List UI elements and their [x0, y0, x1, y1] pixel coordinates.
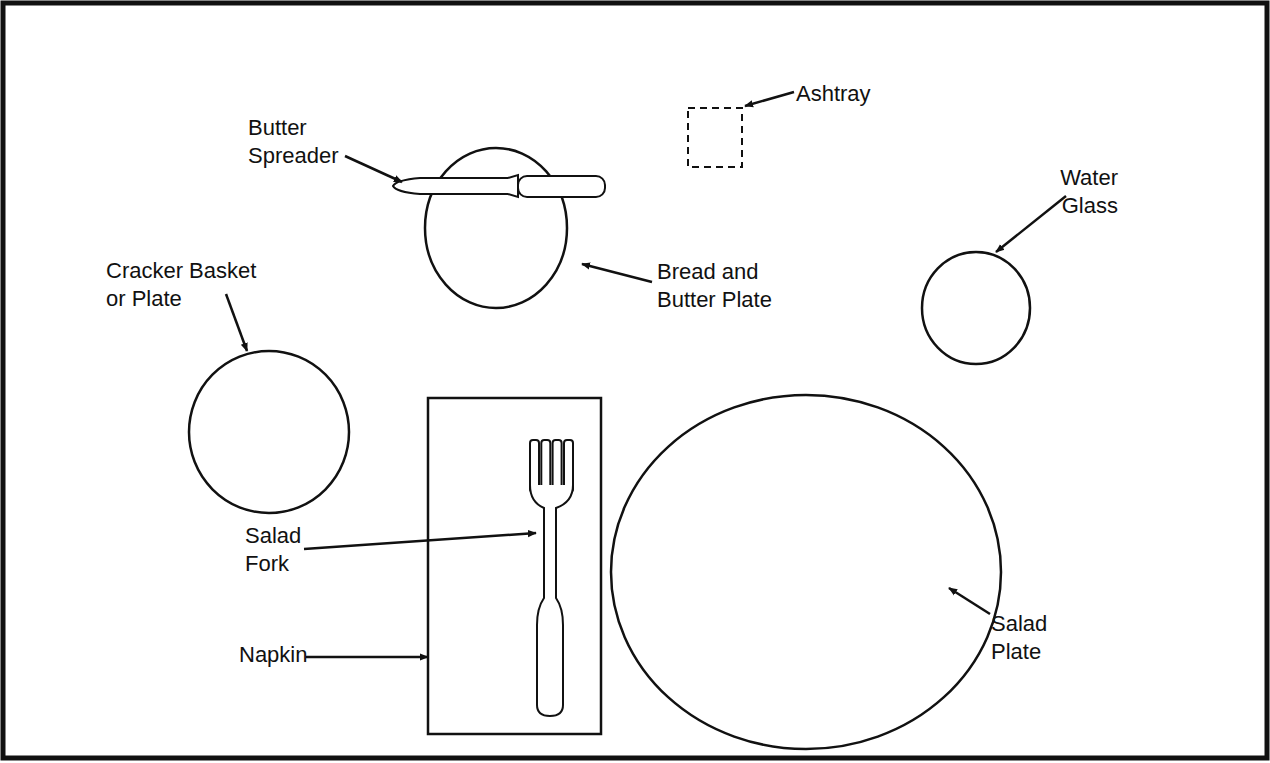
callout-label: Cracker Basket or Plate	[106, 257, 271, 313]
leader-arrows	[226, 92, 1066, 657]
salad-plate	[611, 395, 1001, 749]
fork-tine	[530, 440, 539, 492]
callout-label: Water Glass	[1036, 164, 1118, 220]
frame	[3, 3, 1267, 758]
leader-arrow	[996, 196, 1066, 252]
fork-handle	[530, 485, 573, 716]
callout-label: Bread and Butter Plate	[657, 258, 797, 314]
water-glass	[922, 252, 1030, 364]
spreader-blade	[393, 178, 516, 194]
bread-plate	[425, 148, 567, 308]
leader-arrow	[304, 533, 536, 549]
spreader-bolster	[508, 175, 518, 197]
leader-arrow	[745, 92, 794, 106]
callout-label: Ashtray	[796, 80, 906, 108]
salad-fork	[530, 440, 573, 716]
leader-arrow	[582, 264, 652, 282]
leader-arrow	[306, 656, 428, 659]
callout-label: Salad Fork	[245, 522, 321, 578]
fork-tine	[564, 440, 573, 492]
leader-arrow	[345, 156, 402, 182]
ashtray-outline	[688, 108, 742, 167]
leader-arrow	[949, 588, 990, 614]
callout-label: Butter Spreader	[248, 114, 348, 170]
leader-arrow	[226, 294, 247, 351]
napkin-rect	[428, 398, 601, 734]
fork-tine	[541, 440, 550, 492]
cracker-basket	[189, 351, 349, 513]
callout-label: Salad Plate	[991, 610, 1067, 666]
callout-label: Napkin	[239, 641, 349, 669]
fork-tine	[553, 440, 562, 492]
spreader-handle	[518, 176, 605, 197]
